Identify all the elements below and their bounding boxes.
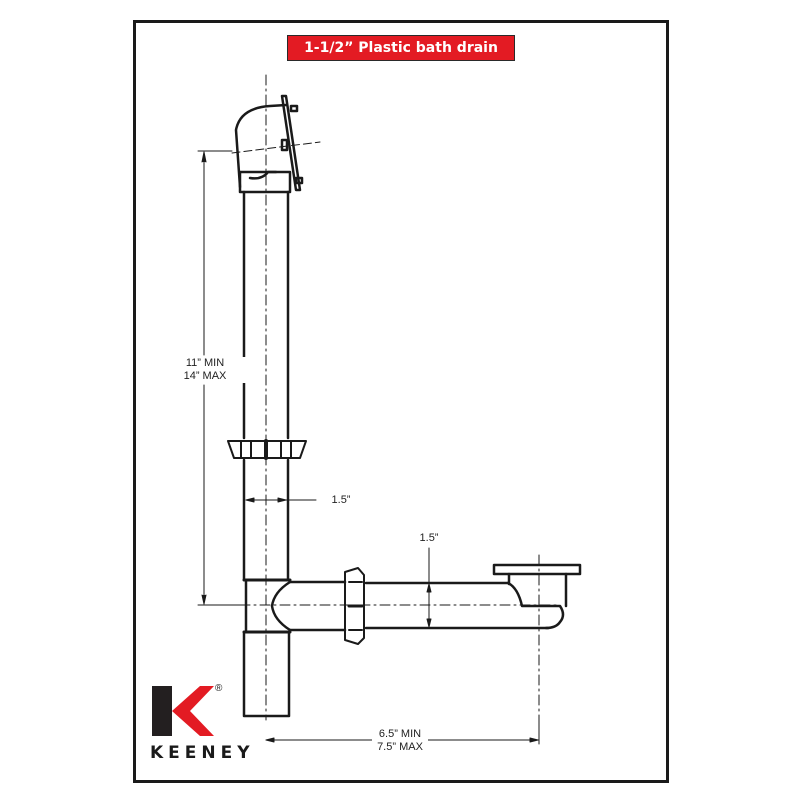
slip-nut-upper: [227, 439, 307, 460]
registered-mark: ®: [215, 683, 223, 694]
drawing-title: 1-1/2” Plastic bath drain: [287, 35, 515, 61]
brand-name: KEENEY: [150, 743, 255, 763]
overflow-faceplate: [280, 94, 304, 192]
dim-vertical-height-label: 11” MIN 14” MAX: [155, 357, 255, 383]
drawing-title-text: 1-1/2” Plastic bath drain: [304, 40, 498, 56]
drawing-border: [133, 20, 669, 783]
dim-vertical-height: [197, 150, 241, 606]
slip-nut-horizontal: [344, 567, 365, 645]
overflow-elbow: [234, 103, 292, 194]
dim-horizontal-pipe: [426, 547, 432, 629]
dim-horizontal-length-label: 6.5” MIN 7.5” MAX: [372, 728, 428, 754]
vertical-overflow-tube: [242, 190, 290, 582]
dim-vertical-max: 14” MAX: [183, 370, 227, 382]
dim-horizontal-min: 6.5” MIN: [378, 728, 422, 740]
keeney-logo-icon: [152, 686, 214, 736]
drain-shoe-flange: [492, 563, 582, 608]
dim-vertical-pipe-label: 1.5”: [326, 494, 356, 507]
tailpiece: [242, 630, 291, 718]
horizontal-waste-shoe-tube: [364, 581, 565, 630]
dim-horizontal-max: 7.5” MAX: [377, 741, 423, 753]
dim-vertical-pipe: [245, 497, 317, 503]
dim-horizontal-length: [265, 719, 540, 745]
dim-vertical-min: 11” MIN: [185, 357, 225, 369]
dim-horizontal-pipe-label: 1.5”: [414, 532, 444, 545]
tee-fitting: [242, 578, 347, 634]
